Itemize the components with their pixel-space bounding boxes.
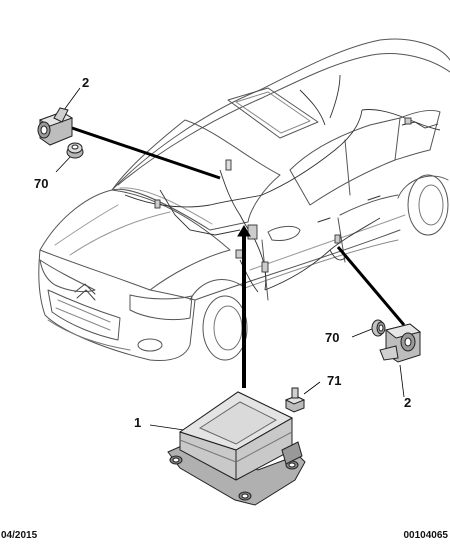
sensor-part-2-top bbox=[37, 107, 74, 146]
footer-date: 04/2015 bbox=[1, 530, 38, 541]
callout-label-71: 71 bbox=[327, 373, 342, 388]
callout-label-2-top: 2 bbox=[82, 75, 90, 90]
nut-part-70-top bbox=[66, 142, 84, 159]
leader-lines bbox=[71, 126, 406, 388]
sensor-part-2-right bbox=[379, 323, 422, 363]
callout-label-70-top: 70 bbox=[34, 176, 49, 191]
control-unit-part-1 bbox=[167, 391, 306, 506]
nut-part-70-right bbox=[371, 319, 386, 337]
footer-reference: 00104065 bbox=[403, 530, 449, 541]
callout-label-2-right: 2 bbox=[404, 395, 412, 410]
nut-part-71 bbox=[284, 387, 306, 413]
callout-label-1: 1 bbox=[134, 415, 142, 430]
callout-label-70-right: 70 bbox=[325, 330, 340, 345]
car-illustration bbox=[38, 38, 450, 361]
callout-lines bbox=[55, 87, 405, 431]
wiring-harness bbox=[124, 74, 441, 293]
